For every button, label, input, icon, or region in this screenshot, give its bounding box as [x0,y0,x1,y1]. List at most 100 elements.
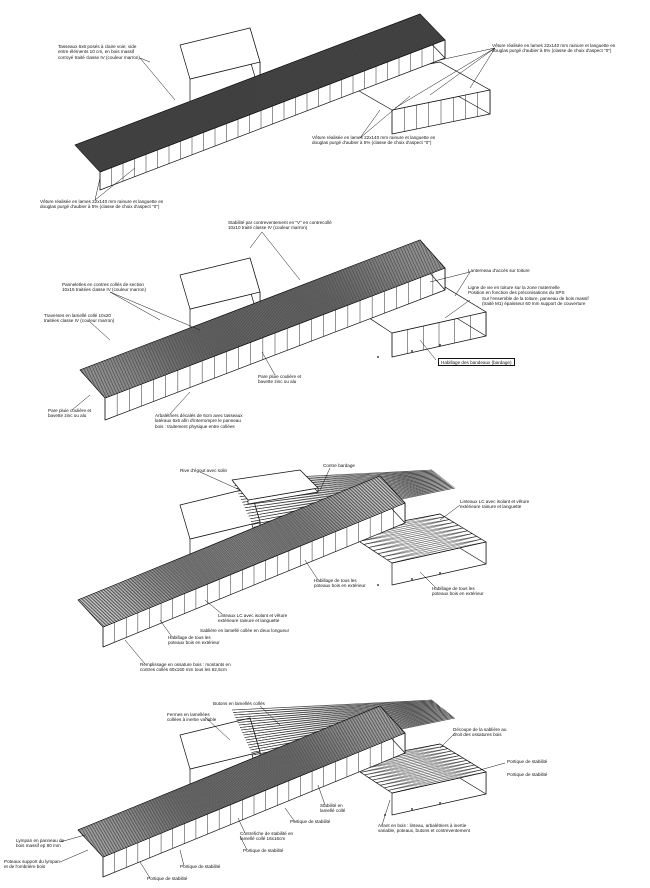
d2-main-diag [94,254,434,386]
d2-main-member [83,243,424,374]
d3-main-member [78,476,382,602]
d2-main-member [101,264,442,395]
d4-leader [381,799,391,826]
d1-leader [94,167,136,201]
d2-main-diag [98,259,439,392]
d3-main-diag [82,480,384,606]
d3-main-member [89,488,392,613]
d2-main-member [101,263,442,394]
d4-cross-diag [235,703,437,718]
label-arbaletriers: Arbalétriers décalés de 6cm avec tasseau… [155,413,243,429]
d2-main-member [91,252,432,384]
d4-main-diag [97,726,400,852]
d4-annex-member [380,764,475,786]
d4-main-diag [97,725,399,851]
d1-main-hatch [86,25,432,158]
d2-main-member [98,260,439,392]
label-pare-pluie-left: Pare pluie coulière et bavette zinc ou a… [48,408,92,419]
d3-main-member [90,489,393,614]
d2-main-member [79,239,421,371]
d1-main-hatch [91,31,437,164]
d4-leader [204,716,231,741]
label-stabilite-v: Stabilité par contreventement en "V" en … [228,220,332,231]
d2-main-member [92,253,433,385]
d3-main-member [93,492,396,617]
d2-main-diag [100,261,440,393]
label-decoupe-sabliere: Découpe de la sablière au droit des ossa… [453,727,507,738]
d3-annex-member [368,527,464,548]
d4-main-diag [80,707,382,833]
d4-annex-member [360,753,456,773]
d2-main-member [93,255,435,386]
d3-main-member [82,481,385,606]
d3-main-diag [98,496,400,622]
d2-main-diag [97,259,438,391]
d4-main-diag [87,714,389,841]
d1-leader [359,95,411,139]
label-portique-low-2: Portique de stabilité [180,864,221,869]
d4-main-diag [99,728,401,854]
d1-main-hatch [95,35,441,168]
d4-cross-diag [233,701,435,713]
d3-annex-diag [387,541,487,561]
d2-leader [109,291,201,331]
d3-main-diag [84,482,386,608]
d4-main-member [97,727,401,852]
d3-annex-diag [382,539,482,557]
d3-main-diag [79,476,382,603]
d2-main-diag [88,248,428,380]
d4-main-member [89,718,392,843]
d1-main-hatch [89,29,436,162]
d4-main-diag [85,713,387,839]
d2-main-diag [93,253,433,386]
d3-annex-diag [377,536,477,554]
d3-main-member [94,493,397,618]
d4-main-member [93,722,396,848]
d4-main-diag [82,709,384,835]
label-avant-bois: Avant en bois : linteau, arbalétriers à … [378,823,470,834]
d4-main-member [81,709,384,834]
d2-main-diag [80,239,421,372]
d4-main-diag [89,717,391,843]
d1-main-hatch [94,34,441,167]
d3-leader [304,559,319,581]
d4-annex-diag [360,750,452,773]
d3-main-member [99,498,402,624]
d2-main-member [97,259,439,391]
d1-main-hatch [96,36,442,169]
d1-main-hatch [90,30,436,163]
d4-cross-diag [240,707,442,728]
d2-main-member [86,246,427,378]
d4-cross-diag [236,704,438,721]
d3-main-member [101,500,404,626]
d3-main-diag [101,499,403,626]
d4-main-diag [86,713,388,840]
d3-main-member [92,491,395,616]
d4-main-diag [82,710,385,836]
d2-leader [261,351,276,376]
d4-main-diag [102,731,405,858]
label-sabliere: Sablière en lamellé collée en deux longu… [200,628,290,633]
d2-main-diag [95,256,435,388]
d3-main-diag [93,491,395,617]
d2-main-member [86,247,428,379]
d1-main-hatch [93,32,439,165]
d4-main-member [99,729,402,854]
d3-main-member [83,482,386,607]
d4-annex-diag [376,760,467,783]
d3-annex-diag [382,533,473,557]
d2-main-diag [87,247,428,379]
label-traverses: Traverses en lamellé collé 10x20 traitée… [44,313,115,324]
d2-main-diag [97,258,437,390]
d4-annex-diag [364,753,456,776]
d4-main-member [98,728,401,853]
d3-main-member [98,497,401,622]
d1-main-hatch [96,35,442,169]
d1-main-hatch [94,33,440,167]
d1-leader [439,47,496,61]
d4-footing [439,802,441,804]
d4-main-diag [101,730,403,856]
label-linteaux-left: Linteaux LC avec isolant et vêture extér… [218,613,288,624]
